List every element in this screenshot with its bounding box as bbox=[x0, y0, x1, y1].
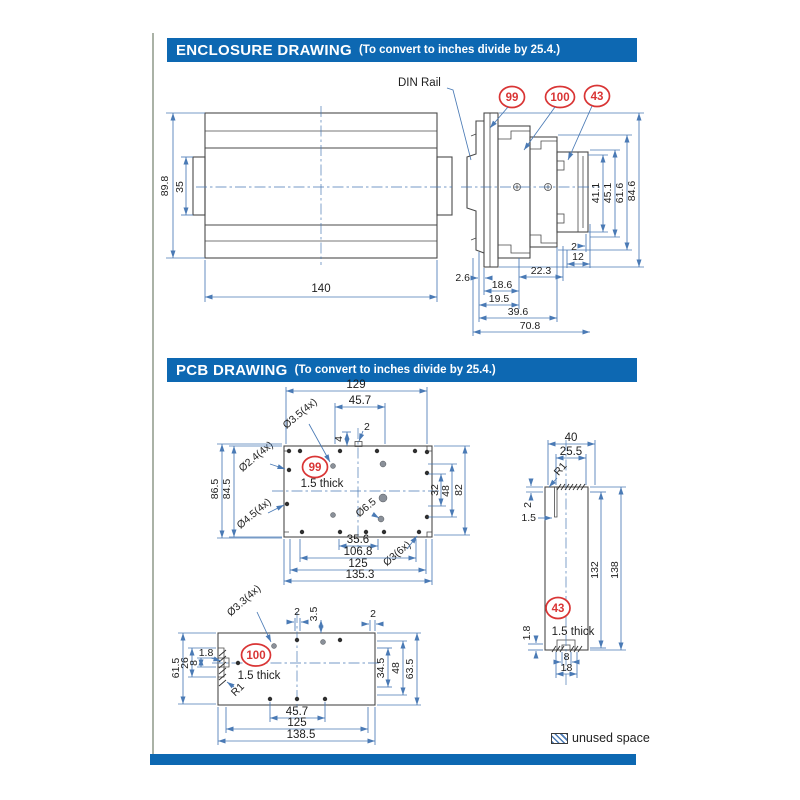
dim-pcb100-125: 125 bbox=[287, 717, 306, 729]
dim-side-39-6: 39.6 bbox=[508, 306, 529, 318]
dim-pcb99-4: 4 bbox=[333, 436, 345, 442]
pcb100-dimensions: Ø3.3(4x) 2 3.5 2 61.5 26 8 bbox=[170, 583, 421, 745]
dim-side-61-6: 61.6 bbox=[614, 183, 626, 204]
dim-pcb99-45-7: 45.7 bbox=[349, 395, 371, 407]
pcb100-hatch-tab bbox=[218, 649, 227, 687]
pcb43-hatch-top bbox=[556, 483, 586, 491]
dim-pcb99-129: 129 bbox=[346, 379, 365, 391]
dim-front-rail: 35 bbox=[174, 181, 186, 193]
dim-side-22-3: 22.3 bbox=[531, 265, 552, 277]
dim-pcb100-r1: R1 bbox=[229, 681, 247, 699]
dim-pcb43-2: 2 bbox=[522, 502, 534, 508]
pcb100-thickness: 1.5 thick bbox=[238, 670, 281, 682]
dim-front-height: 89.8 bbox=[159, 176, 171, 197]
callout-43-side: 43 bbox=[567, 84, 611, 161]
dim-pcb100-3-5: 3.5 bbox=[308, 607, 320, 622]
dim-pcb100-2b: 2 bbox=[370, 608, 376, 620]
dim-pcb100-34-5: 34.5 bbox=[375, 658, 387, 679]
enclosure-front-dimensions: 89.8 35 140 bbox=[159, 112, 438, 302]
dim-pcb99-82: 82 bbox=[453, 484, 465, 496]
dim-pcb43-1-5: 1.5 bbox=[521, 512, 536, 524]
dim-pcb43-8: 8 bbox=[564, 651, 570, 663]
dim-pcb100-26: 26 bbox=[179, 657, 191, 669]
callout-43-text: 43 bbox=[591, 91, 604, 103]
dim-pcb99-86-5: 86.5 bbox=[209, 479, 221, 500]
legend-label: unused space bbox=[572, 731, 650, 745]
dim-pcb43-r1: R1 bbox=[552, 460, 570, 478]
page-edge-line bbox=[152, 33, 154, 755]
callout-43-pcb: 43 bbox=[545, 596, 571, 620]
dim-pcb43-138: 138 bbox=[609, 561, 621, 579]
bottom-bar bbox=[150, 754, 636, 765]
dim-pcb99-35-6: 35.6 bbox=[347, 534, 369, 546]
pcb-section-header: PCB DRAWING (To convert to inches divide… bbox=[167, 358, 637, 382]
callout-99-pcb: 99 bbox=[301, 455, 329, 479]
pcb43-hatch-bottom bbox=[551, 645, 583, 653]
dim-pcb43-1-8: 1.8 bbox=[521, 626, 533, 641]
dim-front-width: 140 bbox=[311, 283, 330, 295]
dim-pcb43-132: 132 bbox=[589, 561, 601, 579]
dim-pcb43-25-5: 25.5 bbox=[560, 446, 582, 458]
dim-pcb100-1-8: 1.8 bbox=[199, 647, 214, 659]
enclosure-side-view bbox=[461, 112, 600, 268]
dim-side-18-6: 18.6 bbox=[492, 279, 513, 291]
callout-99-text: 99 bbox=[506, 92, 519, 104]
dim-pcb100-48: 48 bbox=[390, 662, 402, 674]
dim-pcb99-32: 32 bbox=[429, 484, 441, 496]
label-pcb99-d4-5: Ø4.5(4x) bbox=[235, 496, 274, 531]
enclosure-section-header: ENCLOSURE DRAWING (To convert to inches … bbox=[167, 38, 637, 62]
callout-43-pcb-text: 43 bbox=[552, 603, 565, 615]
callout-100-side: 100 bbox=[523, 85, 576, 151]
pcb99-thickness: 1.5 thick bbox=[301, 478, 344, 490]
enclosure-header-note: (To convert to inches divide by 25.4.) bbox=[358, 44, 561, 56]
dim-pcb100-63-5: 63.5 bbox=[404, 659, 416, 680]
dim-pcb99-106-8: 106.8 bbox=[344, 546, 373, 558]
hatch-swatch-icon bbox=[551, 732, 568, 744]
dim-side-45-1: 45.1 bbox=[602, 183, 614, 204]
dim-pcb99-135-3: 135.3 bbox=[346, 569, 375, 581]
dim-pcb43-40: 40 bbox=[565, 432, 578, 444]
callout-99-pcb-text: 99 bbox=[309, 462, 322, 474]
dim-pcb100-61-5: 61.5 bbox=[170, 658, 182, 679]
dim-pcb99-2: 2 bbox=[364, 421, 370, 433]
callout-99-side: 99 bbox=[489, 85, 526, 129]
callout-100-text: 100 bbox=[550, 92, 569, 104]
pcb43-outline bbox=[544, 440, 589, 688]
dim-side-41-1: 41.1 bbox=[590, 183, 602, 204]
dim-side-2-6: 2.6 bbox=[455, 272, 470, 284]
callout-100-pcb-text: 100 bbox=[246, 650, 265, 662]
din-rail-label: DIN Rail bbox=[398, 77, 441, 89]
pcb100-outline bbox=[212, 612, 382, 712]
dim-side-12: 12 bbox=[572, 251, 584, 263]
label-pcb99-d3: Ø3(6x) bbox=[381, 539, 413, 569]
pcb99-outline bbox=[272, 428, 442, 549]
enclosure-header-title: ENCLOSURE DRAWING bbox=[176, 41, 352, 59]
dim-pcb100-8: 8 bbox=[188, 660, 200, 666]
pcb-header-note: (To convert to inches divide by 25.4.) bbox=[294, 364, 496, 376]
dim-side-70-8: 70.8 bbox=[520, 320, 541, 332]
dim-pcb99-84-5: 84.5 bbox=[221, 479, 233, 500]
enclosure-front-view bbox=[192, 106, 453, 265]
dim-pcb100-138-5: 138.5 bbox=[287, 729, 316, 741]
pcb-header-title: PCB DRAWING bbox=[176, 361, 288, 379]
dim-pcb99-48: 48 bbox=[440, 485, 452, 497]
pcb43-thickness: 1.5 thick bbox=[552, 626, 595, 638]
callout-100-pcb: 100 bbox=[240, 643, 272, 667]
legend-unused-space: unused space bbox=[551, 731, 650, 745]
dim-pcb100-45-7: 45.7 bbox=[286, 706, 308, 718]
enclosure-side-bottom-dims: 2 12 2.6 18.6 22.3 19.5 39.6 70.8 bbox=[455, 224, 591, 336]
dim-side-19-5: 19.5 bbox=[489, 293, 510, 305]
dim-side-2: 2 bbox=[571, 241, 577, 253]
din-rail-leader bbox=[446, 87, 472, 161]
dim-pcb100-2a: 2 bbox=[294, 606, 300, 618]
pcb43-dimensions: 40 25.5 R1 2 1.5 132 138 bbox=[521, 432, 626, 678]
dim-pcb43-18: 18 bbox=[561, 662, 573, 674]
enclosure-side-depth-dims: 41.1 45.1 61.6 84.6 bbox=[499, 112, 644, 268]
dim-side-84-6: 84.6 bbox=[626, 181, 638, 202]
dim-pcb99-125: 125 bbox=[348, 558, 367, 570]
